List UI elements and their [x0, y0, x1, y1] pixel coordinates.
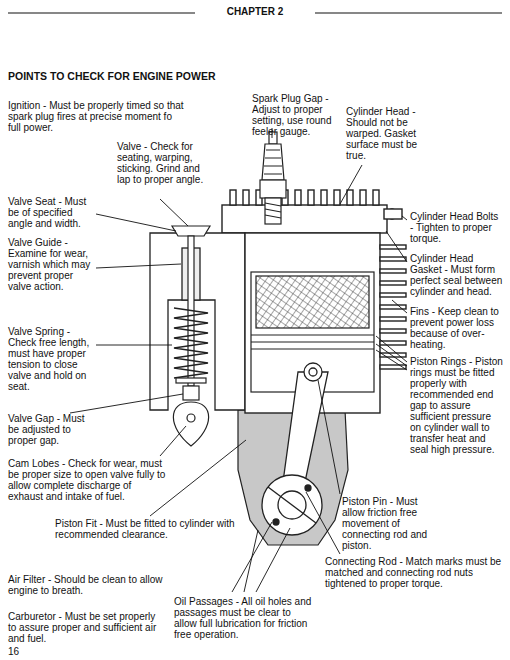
callout-text: Spark Plug Gap - Adjust to proper settin… [252, 93, 340, 137]
spark-plug [265, 203, 281, 218]
valve-chamber [150, 233, 245, 410]
piston [251, 272, 374, 392]
cooling-fin [380, 269, 406, 273]
callout-text: Valve Seat - Must be of specified angle … [8, 196, 94, 229]
callout-text: Carburetor - Must be set properly to ass… [8, 611, 166, 644]
cooling-fin [380, 245, 406, 249]
cooling-fin [380, 257, 406, 261]
cooling-fin [230, 190, 236, 205]
callout-text: Connecting Rod - Match marks must be mat… [325, 556, 505, 589]
callout-text: Air Filter - Should be clean to allow en… [8, 574, 166, 596]
piston [251, 348, 374, 349]
callout-text: 16 [8, 646, 48, 657]
crankshaft [273, 519, 279, 525]
leader-line [376, 344, 407, 366]
piston [251, 334, 374, 335]
spark-plug [260, 180, 286, 198]
connecting-rod [304, 363, 322, 381]
cooling-fin [347, 190, 353, 205]
leader-line [376, 336, 407, 362]
leader-line [96, 264, 181, 268]
valve [173, 402, 208, 446]
connecting-rod [283, 363, 328, 482]
cooling-fin [308, 190, 314, 205]
callout-text: Oil Passages - All oil holes and passage… [174, 596, 316, 640]
crankshaft [268, 487, 316, 523]
leader-line [376, 350, 407, 370]
cooling-fin [321, 190, 327, 205]
cooling-fin [334, 190, 340, 205]
leader-line [402, 216, 407, 220]
leader-line [96, 345, 172, 346]
cylinder-head [384, 209, 402, 219]
leader-line [386, 231, 407, 262]
page-title: POINTS TO CHECK FOR ENGINE POWER [8, 70, 216, 82]
cylinder-head [222, 190, 402, 233]
valve [172, 226, 210, 446]
leader-line [306, 492, 340, 554]
callout-text: Ignition - Must be properly timed so tha… [8, 100, 186, 133]
cooling-fin [380, 329, 406, 333]
callout-text: Piston Fit - Must be fitted to cylinder … [55, 518, 255, 540]
cooling-fin [360, 190, 366, 205]
spark-plug [265, 198, 281, 224]
callout-text: Cam Lobes - Check for wear, must be prop… [8, 458, 166, 502]
leader-line [96, 214, 176, 231]
leader-line [256, 528, 290, 592]
leader-line [244, 530, 258, 592]
callout-text: Fins - Keep clean to prevent power loss … [410, 306, 504, 350]
leader-line [70, 394, 183, 413]
spark-plug [260, 132, 286, 224]
cylinder-head [222, 205, 387, 233]
callout-text: Valve Gap - Must be adjusted to proper g… [8, 413, 90, 446]
cooling-fin [295, 190, 301, 205]
valve-chamber [150, 233, 245, 410]
cooling-fin [243, 190, 249, 205]
piston [251, 341, 374, 342]
callout-text: Cylinder Head Bolts - Tighten to proper … [410, 211, 504, 244]
valve [176, 378, 206, 383]
callout-text: Piston Pin - Must allow friction free mo… [342, 496, 434, 551]
spark-plug [264, 150, 282, 174]
callout-text: Cylinder Head Gasket - Must form perfect… [410, 253, 504, 297]
callout-text: Piston Rings - Piston rings must be fitt… [410, 356, 504, 455]
callout-text: Cylinder Head - Should not be warped. Ga… [346, 106, 420, 161]
cooling-fin [380, 281, 406, 285]
connecting-rod [283, 372, 328, 482]
chapter-heading: CHAPTER 2 [195, 6, 315, 17]
spark-plug [262, 144, 284, 180]
leader-line [318, 380, 340, 494]
valve [172, 226, 210, 236]
cylinder-head [230, 190, 379, 205]
valve [183, 386, 199, 400]
connecting-rod [309, 368, 317, 376]
leader-line [160, 426, 186, 456]
piston [256, 276, 369, 328]
piston [251, 272, 374, 392]
leader-line [392, 300, 407, 313]
leader-line [232, 522, 272, 592]
cooling-fin [380, 293, 406, 297]
crankshaft [305, 485, 311, 491]
leader-line [160, 199, 188, 226]
callout-text: Valve Guide - Examine for wear, varnish … [8, 237, 94, 292]
callout-text: Valve - Check for seating, warping, stic… [117, 141, 213, 185]
valve [174, 308, 208, 378]
valve [187, 414, 195, 422]
cooling-fin [373, 190, 379, 205]
cooling-fin [380, 317, 406, 321]
leader-line [340, 165, 362, 204]
callout-text: Valve Spring - Check free length, must h… [8, 326, 94, 392]
